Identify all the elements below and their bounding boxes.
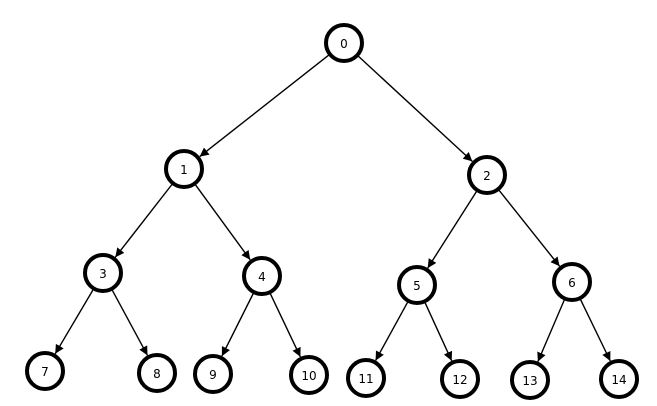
node-label: 11 (358, 372, 373, 386)
node-label: 2 (483, 169, 491, 183)
node-circle (510, 360, 550, 400)
node-circle (242, 256, 282, 296)
tree-node-4: 4 (242, 256, 282, 296)
node-label: 8 (153, 367, 161, 381)
tree-node-7: 7 (25, 351, 65, 391)
node-circle (289, 355, 329, 395)
edge-1-to-3 (114, 183, 173, 258)
node-label: 6 (568, 276, 576, 290)
edge-4-to-10 (269, 292, 302, 358)
edge-3-to-8 (111, 289, 149, 356)
edge-3-to-7 (54, 289, 94, 355)
tree-node-10: 10 (289, 355, 329, 395)
tree-node-9: 9 (193, 354, 233, 394)
node-label: 13 (522, 374, 537, 388)
node-label: 0 (340, 37, 348, 51)
tree-node-11: 11 (346, 358, 386, 398)
tree-node-3: 3 (83, 253, 123, 293)
edge-0-to-2 (357, 55, 473, 162)
edge-0-to-1 (199, 54, 330, 158)
edge-6-to-14 (579, 298, 611, 362)
edge-1-to-4 (194, 183, 251, 261)
tree-node-12: 12 (440, 359, 480, 399)
node-circle (346, 358, 386, 398)
tree-node-0: 0 (324, 23, 364, 63)
tree-node-2: 2 (467, 155, 507, 195)
node-circle (137, 353, 177, 393)
node-circle (193, 354, 233, 394)
node-circle (25, 351, 65, 391)
node-circle (83, 253, 123, 293)
node-circle (599, 359, 639, 399)
node-label: 5 (413, 279, 421, 293)
node-circle (397, 265, 437, 305)
node-circle (324, 23, 364, 63)
node-circle (164, 149, 204, 189)
edges-layer (54, 54, 611, 362)
node-circle (467, 155, 507, 195)
node-label: 4 (258, 270, 266, 284)
tree-node-13: 13 (510, 360, 550, 400)
node-label: 14 (611, 373, 626, 387)
tree-node-14: 14 (599, 359, 639, 399)
tree-node-8: 8 (137, 353, 177, 393)
edge-2-to-5 (427, 190, 478, 269)
tree-node-6: 6 (552, 262, 592, 302)
edge-2-to-6 (498, 189, 561, 267)
node-circle (440, 359, 480, 399)
node-label: 3 (99, 267, 107, 281)
node-label: 12 (452, 373, 467, 387)
tree-node-1: 1 (164, 149, 204, 189)
edge-6-to-13 (537, 299, 566, 362)
node-label: 10 (301, 369, 316, 383)
tree-node-5: 5 (397, 265, 437, 305)
edge-4-to-9 (221, 292, 255, 357)
edge-5-to-12 (424, 302, 453, 362)
node-circle (552, 262, 592, 302)
node-label: 7 (41, 365, 49, 379)
node-label: 1 (180, 163, 188, 177)
edge-5-to-11 (374, 301, 409, 361)
node-label: 9 (209, 368, 217, 382)
